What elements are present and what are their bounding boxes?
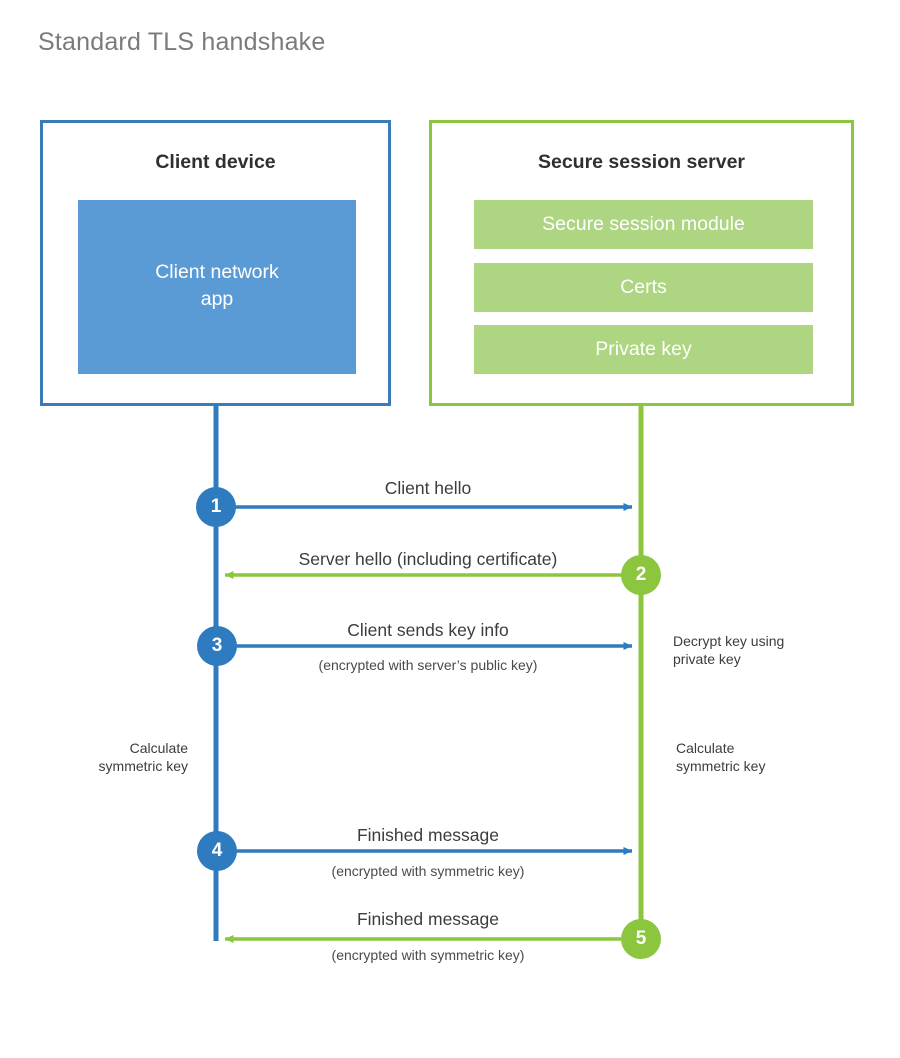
- client-app-label-line2: app: [200, 288, 234, 310]
- step-badge-4[interactable]: 4: [197, 831, 237, 871]
- message-label-step-4: Finished message: [356, 825, 500, 845]
- client-device-box: Client device Client network app: [40, 120, 391, 406]
- step-badge-2[interactable]: 2: [621, 555, 661, 595]
- client-app-label-line1: Client network: [155, 261, 279, 283]
- message-sublabel-step-3: (encrypted with server’s public key): [318, 657, 538, 673]
- client-calculate-symmetric-key-note: Calculate symmetric key: [98, 740, 188, 774]
- decrypt-key-note: Decrypt key using private key: [673, 633, 785, 667]
- message-label-step-5: Finished message: [356, 909, 500, 929]
- step-badge-3[interactable]: 3: [197, 626, 237, 666]
- server-component-certs: Certs: [474, 263, 813, 312]
- secure-session-server-box: Secure session server Secure session mod…: [429, 120, 854, 406]
- step-badge-1[interactable]: 1: [196, 487, 236, 527]
- message-label-step-2: Server hello (including certificate): [298, 549, 558, 569]
- step-badge-5[interactable]: 5: [621, 919, 661, 959]
- page-title: Standard TLS handshake: [38, 28, 326, 56]
- message-label-step-3: Client sends key info: [347, 620, 509, 640]
- message-label-step-1: Client hello: [384, 478, 472, 498]
- server-calculate-symmetric-key-note: Calculate symmetric key: [676, 740, 766, 774]
- message-sublabel-step-5: (encrypted with symmetric key): [331, 947, 525, 963]
- server-component-secure-session-module: Secure session module: [474, 200, 813, 249]
- secure-session-server-title: Secure session server: [537, 151, 746, 173]
- client-device-title: Client device: [155, 151, 276, 173]
- client-network-app-block: Client network app: [78, 200, 356, 374]
- message-sublabel-step-4: (encrypted with symmetric key): [331, 863, 525, 879]
- server-component-private-key: Private key: [474, 325, 813, 374]
